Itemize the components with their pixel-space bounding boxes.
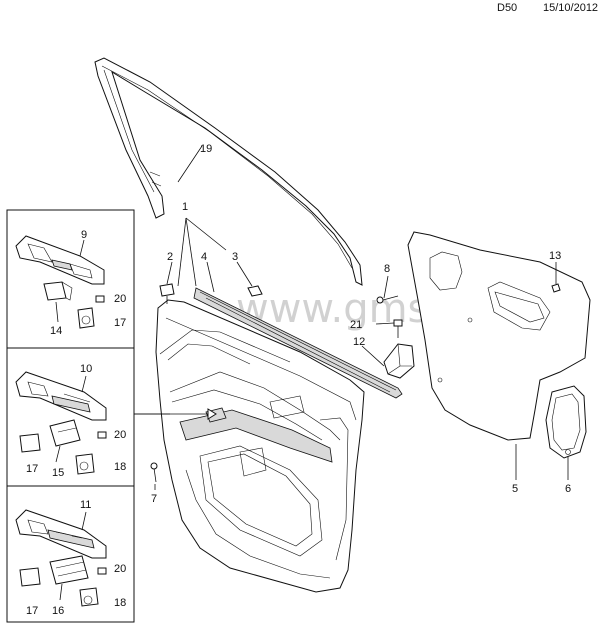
bracket-12 bbox=[383, 343, 415, 379]
callout-20-c: 20 bbox=[114, 563, 126, 575]
clip-3 bbox=[247, 285, 263, 297]
diagram-code: D50 bbox=[497, 2, 518, 14]
diagram-date: 15/10/2012 bbox=[543, 2, 599, 14]
callout-3: 3 bbox=[232, 251, 238, 263]
callout-7: 7 bbox=[151, 493, 157, 505]
inset-switch-9 bbox=[6, 209, 135, 349]
callout-20-a: 20 bbox=[114, 293, 126, 305]
callout-labels: 19 1 2 4 3 8 21 12 13 5 6 7 9 20 14 17 1… bbox=[26, 143, 571, 617]
window-weatherstrip-19 bbox=[94, 57, 363, 286]
callout-17-a: 17 bbox=[114, 317, 126, 329]
callout-17-b: 17 bbox=[26, 463, 38, 475]
callout-15: 15 bbox=[52, 467, 64, 479]
belt-molding-4 bbox=[193, 287, 403, 399]
clip-13 bbox=[551, 283, 561, 293]
callout-9: 9 bbox=[81, 229, 87, 241]
callout-4: 4 bbox=[201, 251, 207, 263]
screw-8 bbox=[376, 295, 399, 304]
callout-20-b: 20 bbox=[114, 429, 126, 441]
callout-12: 12 bbox=[353, 336, 365, 348]
callout-16: 16 bbox=[52, 605, 64, 617]
callout-10: 10 bbox=[80, 363, 92, 375]
callout-18-a: 18 bbox=[114, 461, 126, 473]
callout-2: 2 bbox=[167, 251, 173, 263]
bolt-21 bbox=[393, 319, 403, 338]
callout-18-b: 18 bbox=[114, 597, 126, 609]
callout-19: 19 bbox=[200, 143, 212, 155]
callout-5: 5 bbox=[512, 483, 518, 495]
door-sound-pad-5 bbox=[407, 231, 591, 441]
speaker-seal-6 bbox=[545, 385, 587, 459]
callout-6: 6 bbox=[565, 483, 571, 495]
callout-21: 21 bbox=[350, 319, 362, 331]
callout-13: 13 bbox=[549, 250, 561, 262]
callout-1: 1 bbox=[182, 201, 188, 213]
leader-lines bbox=[134, 145, 569, 490]
screw-2 bbox=[159, 283, 175, 304]
callout-14: 14 bbox=[50, 325, 62, 337]
callout-11: 11 bbox=[80, 499, 91, 511]
screw-7 bbox=[150, 462, 158, 483]
callout-17-c: 17 bbox=[26, 605, 38, 617]
callout-8: 8 bbox=[384, 263, 390, 275]
door-trim-panel bbox=[155, 299, 365, 593]
inset-switch-11 bbox=[6, 485, 135, 623]
